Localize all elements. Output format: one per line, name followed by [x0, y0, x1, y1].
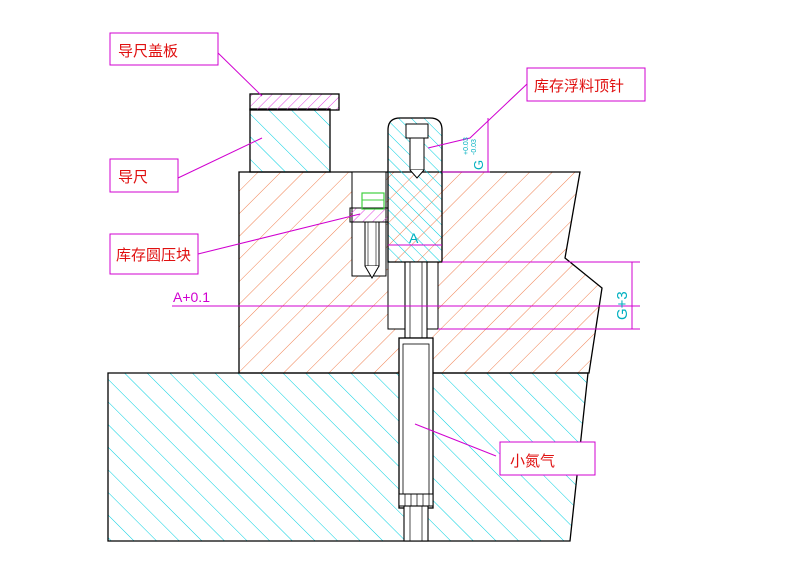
leader-lines — [177, 49, 528, 457]
dim-tol-upper: +0.03 — [463, 137, 470, 155]
dim-a-plus: A+0.1 — [173, 289, 210, 305]
dim-a: A — [409, 230, 419, 246]
label-frames — [109, 32, 646, 476]
dim-g: G — [471, 160, 486, 170]
label-guide-cover: 导尺盖板 — [118, 42, 178, 60]
stock-floating-pin — [387, 117, 443, 339]
nitrogen-cylinder — [398, 337, 434, 542]
dim-g-plus: G+3 — [614, 291, 631, 320]
stock-press-block — [349, 192, 389, 279]
guide-rail — [249, 108, 331, 173]
label-stock-pin: 库存浮料顶针 — [534, 77, 624, 95]
label-stock-block: 库存圆压块 — [116, 246, 191, 264]
dimension-lines — [172, 118, 640, 330]
label-guide: 导尺 — [118, 168, 148, 186]
dim-tol-lower: -0.03 — [471, 139, 478, 155]
label-nitrogen: 小氮气 — [510, 452, 555, 470]
guide-cover-plate — [249, 93, 340, 111]
